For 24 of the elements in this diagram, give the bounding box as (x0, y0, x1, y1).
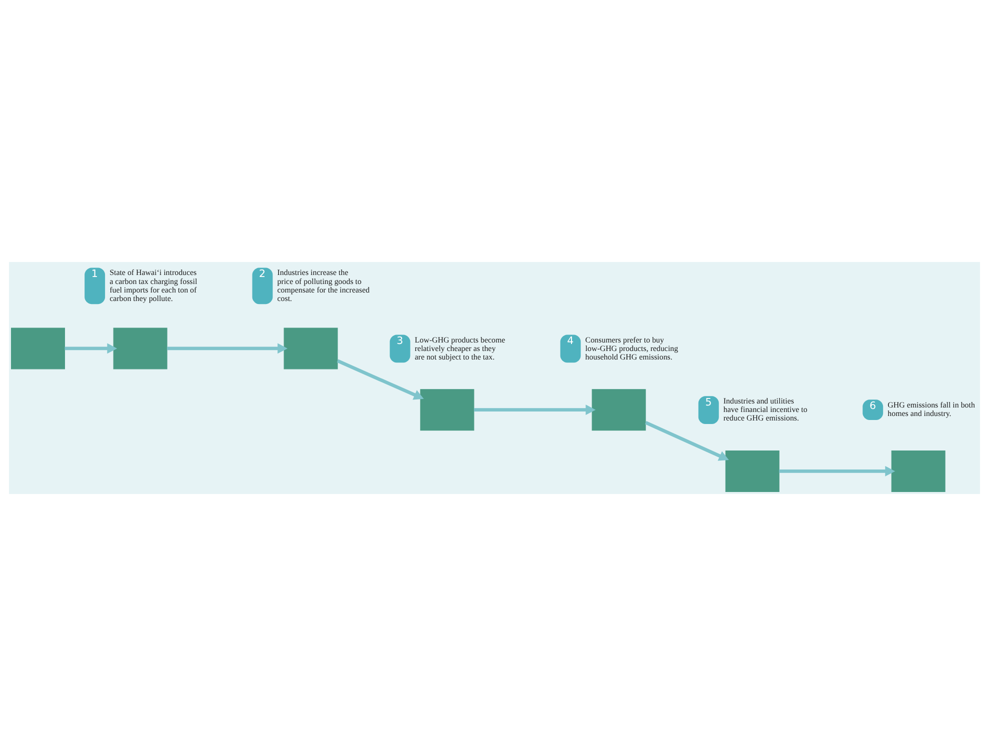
arrow (336, 358, 424, 400)
node-box: 2 (252, 267, 272, 304)
node-box (591, 388, 646, 430)
node-box (112, 327, 167, 369)
node-box: 3 (389, 334, 410, 362)
arrow (166, 342, 287, 354)
node-box (420, 388, 474, 430)
node-label: Consumers prefer to buy low-GHG products, reducing household GHG emissions. (584, 334, 678, 361)
node-label: GHG emissions fall in both homes and industry. (887, 400, 974, 418)
arrow (644, 420, 728, 460)
arrow (474, 404, 596, 415)
node-box (10, 327, 64, 369)
arrow (64, 342, 117, 354)
node-box (283, 327, 338, 369)
node-box (890, 450, 945, 492)
node-box: 1 (84, 267, 105, 304)
node-box (724, 450, 779, 492)
node-label: State of Hawai‘i introduces a carbon tax charging fossil fuel imports for each ton of carbon they pollute. (109, 268, 197, 302)
node-label: Industries and utilities have financial incentive to reduce GHG emissions. (722, 396, 807, 422)
node-label: Low-GHG products become relatively cheaper as they are not subject to the tax. (414, 334, 505, 361)
node-box: 4 (560, 334, 580, 362)
arrow (778, 466, 895, 476)
node-box: 5 (698, 396, 718, 424)
node-label: Industries increase the price of polluting goods to compensate for the increased cost. (276, 268, 370, 302)
